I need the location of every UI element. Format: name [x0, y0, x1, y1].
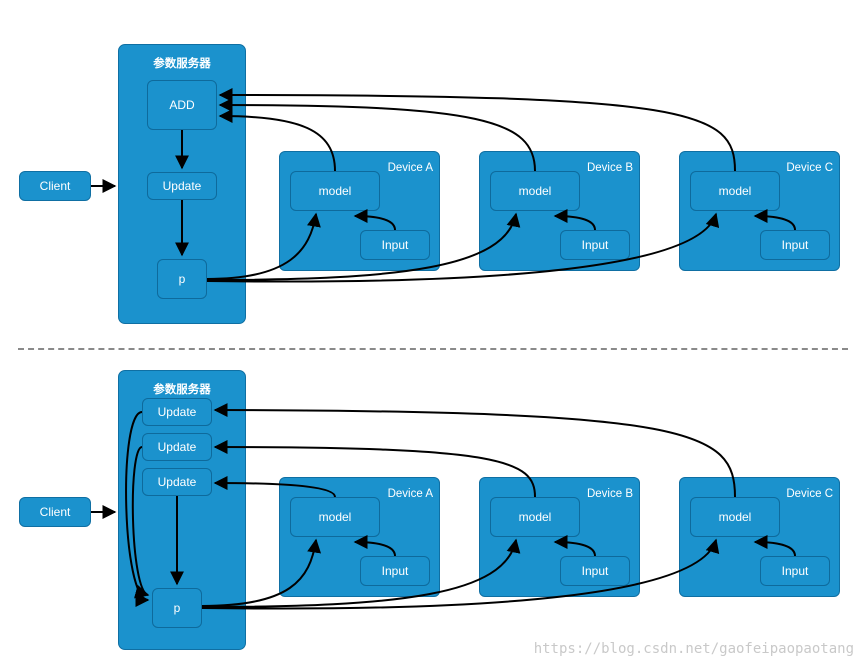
- bottom-server-title: 参数服务器: [153, 384, 211, 396]
- top-client-node: Client: [19, 171, 91, 201]
- top-server-title: 参数服务器: [153, 58, 211, 70]
- top-device-b-title: Device B: [586, 162, 633, 174]
- top-device-a-title: Device A: [387, 162, 433, 174]
- watermark-url: https://blog.csdn.net/gaofeipaopaotang: [533, 641, 854, 657]
- top-device-b-input: Input: [560, 230, 630, 260]
- top-device-a-input: Input: [360, 230, 430, 260]
- top-device-a-model: model: [290, 171, 380, 211]
- bottom-device-c-title: Device C: [786, 488, 833, 500]
- bottom-client-node: Client: [19, 497, 91, 527]
- top-device-c-input: Input: [760, 230, 830, 260]
- top-device-b-model: model: [490, 171, 580, 211]
- bottom-p-node: p: [152, 588, 202, 628]
- bottom-update-node-2: Update: [142, 433, 212, 461]
- bottom-update-node-1: Update: [142, 398, 212, 426]
- top-update-node: Update: [147, 172, 217, 200]
- bottom-device-b-input: Input: [560, 556, 630, 586]
- bottom-device-a-title: Device A: [387, 488, 433, 500]
- top-add-node: ADD: [147, 80, 217, 130]
- top-device-c-model: model: [690, 171, 780, 211]
- bottom-device-c-model: model: [690, 497, 780, 537]
- bottom-device-a-model: model: [290, 497, 380, 537]
- bottom-device-c-input: Input: [760, 556, 830, 586]
- bottom-update-node-3: Update: [142, 468, 212, 496]
- bottom-device-a-input: Input: [360, 556, 430, 586]
- top-p-node: p: [157, 259, 207, 299]
- top-device-c-title: Device C: [786, 162, 833, 174]
- bottom-device-b-title: Device B: [586, 488, 633, 500]
- section-divider: [18, 348, 848, 350]
- bottom-device-b-model: model: [490, 497, 580, 537]
